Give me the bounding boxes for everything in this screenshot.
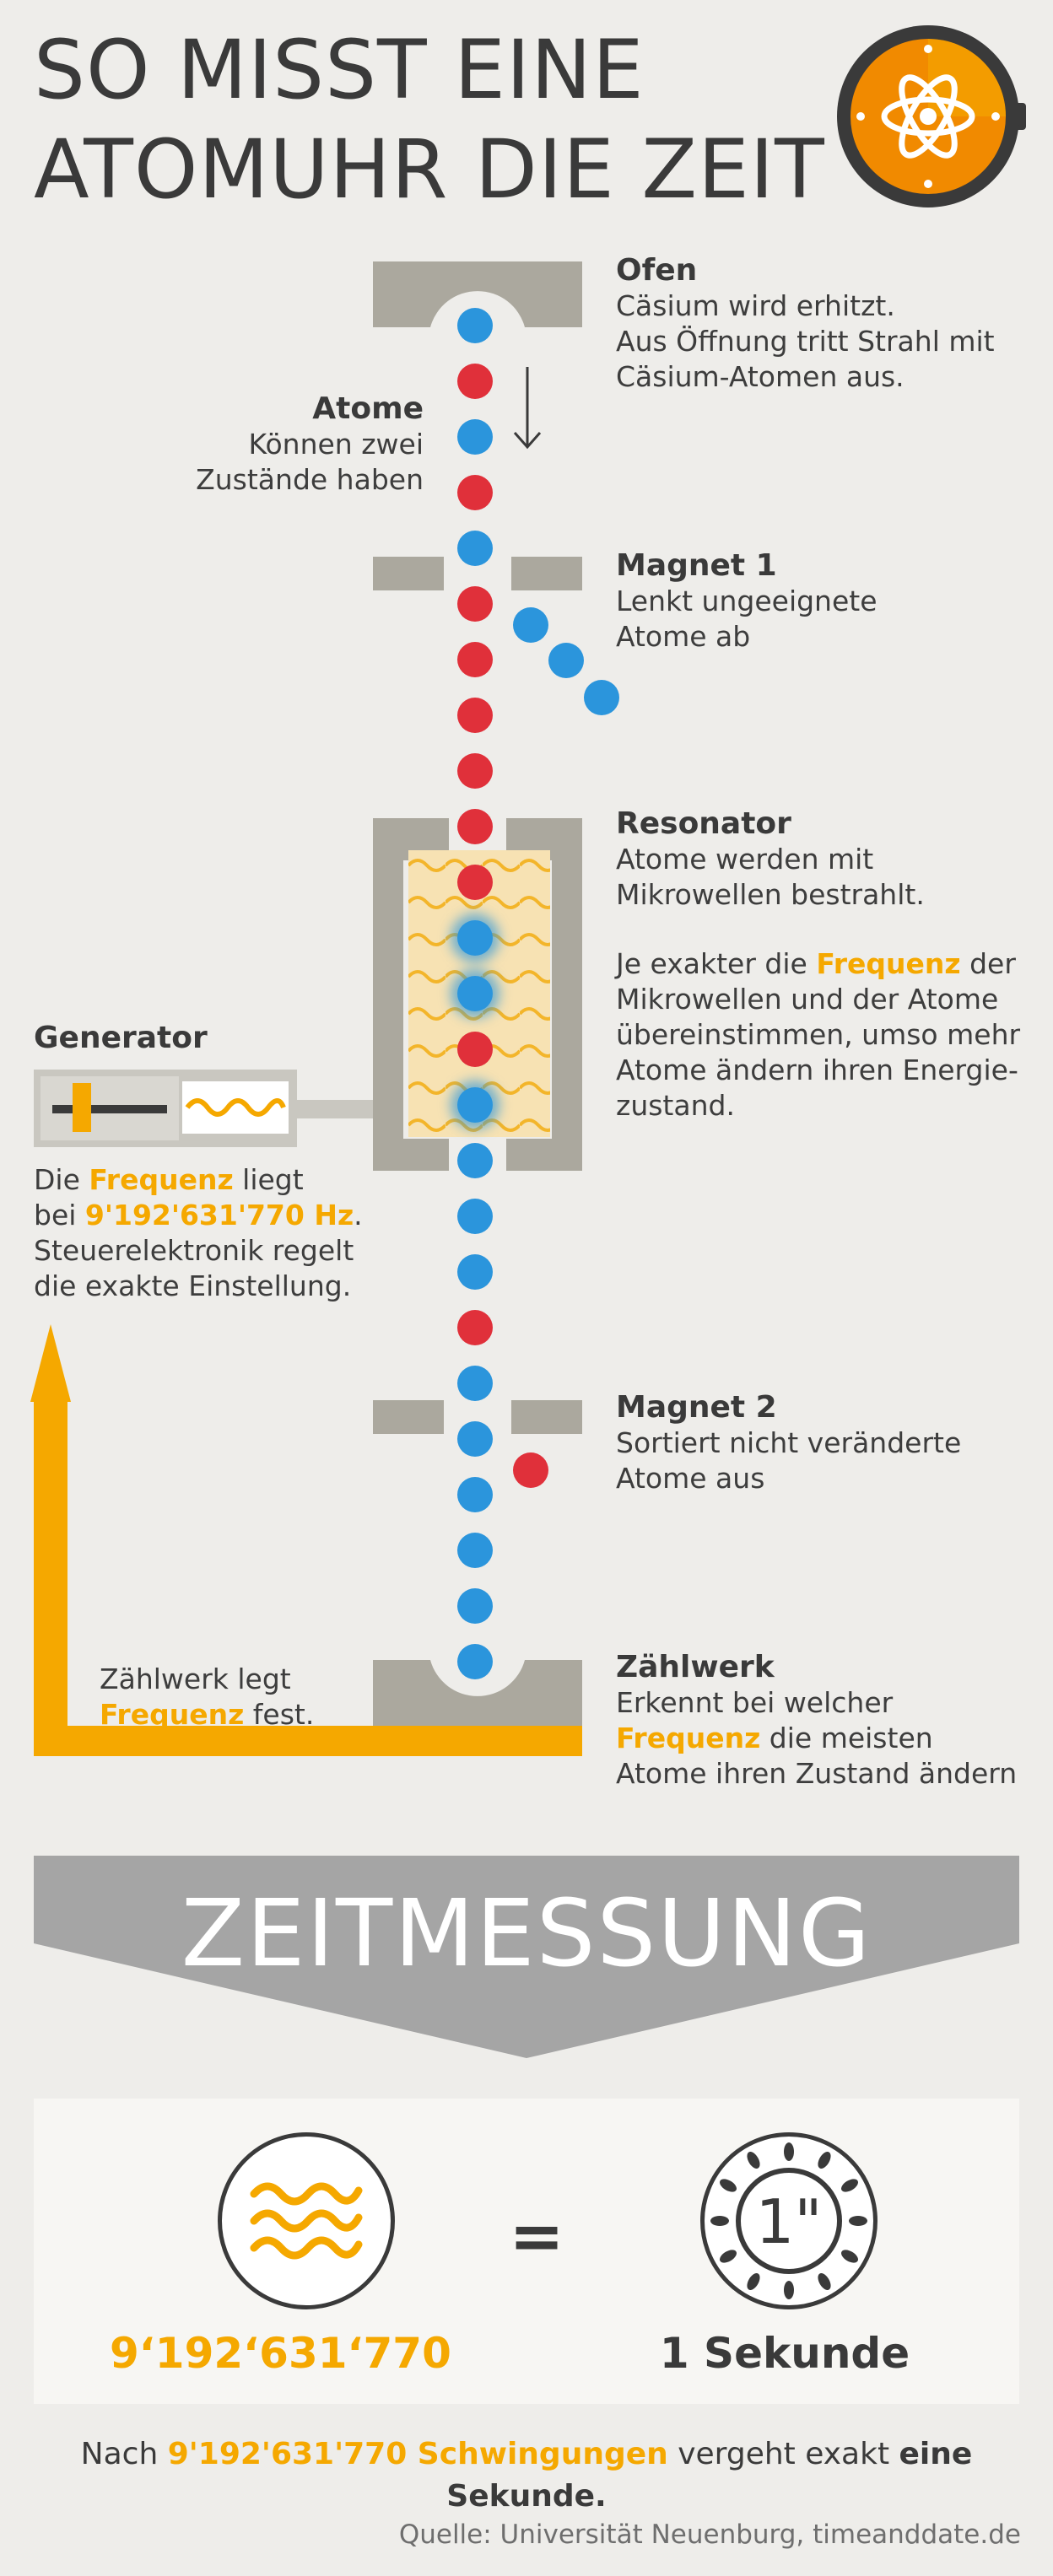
atom-dot <box>457 753 493 789</box>
summary-text: Nach 9'192'631'770 Schwingungen vergeht … <box>80 2437 973 2514</box>
zeitmessung-banner <box>34 1856 1019 2058</box>
counter-left-line-2: Frequenz fest. <box>100 1698 315 1731</box>
generator-line-2: bei 9'192'631'770 Hz. <box>34 1199 363 1231</box>
atom-dot <box>457 1366 493 1401</box>
magnet-1-text-1: Lenkt ungeeignete <box>616 585 878 617</box>
resonator-label: Resonator Atome werden mit Mikrowellen b… <box>616 806 1046 1124</box>
atoms-text-1: Können zwei <box>248 428 424 461</box>
atom-dot <box>457 642 493 677</box>
oven-text-2: Aus Öffnung tritt Strahl mit <box>616 325 995 358</box>
arrow-down-icon <box>513 367 542 450</box>
excited-atom-dot <box>457 920 493 956</box>
deflected-atom-dot <box>513 607 548 643</box>
oven-text-3: Cäsium-Atomen aus. <box>616 360 904 393</box>
atom-dot <box>457 586 493 622</box>
resonator-para-line-1: Je exakter die Frequenz der <box>616 947 1016 980</box>
magnet-2-right <box>511 1400 582 1434</box>
resonator-title: Resonator <box>616 806 791 841</box>
generator-title: Generator <box>34 1021 208 1055</box>
magnet-2-left <box>373 1400 444 1434</box>
resonator-frame <box>373 818 449 1171</box>
excited-atom-dot <box>457 1087 493 1123</box>
generator-line-3: Steuerelektronik regelt <box>34 1234 354 1267</box>
magnet-2-label: Magnet 2 Sortiert nicht veränderte Atome… <box>616 1390 1046 1496</box>
atoms-label: Atome Können zwei Zustände haben <box>101 391 424 498</box>
magnet-1-right <box>511 557 582 590</box>
resonator-text-2: Mikrowellen bestrahlt. <box>616 878 925 911</box>
atom-dot <box>457 531 493 566</box>
atom-dot <box>457 475 493 510</box>
counter-text-3: Atome ihren Zustand ändern <box>616 1757 1018 1790</box>
one-second-label: 1 Sekunde <box>659 2329 910 2378</box>
stopwatch-icon: 1" <box>700 2132 878 2309</box>
resonator-para-line-2: Mikrowellen und der Atome <box>616 983 999 1016</box>
sorted-atom-dot <box>513 1452 548 1488</box>
atom-dot <box>457 809 493 844</box>
resonator-para-line-4: Atome ändern ihren Energie- <box>616 1054 1018 1086</box>
magnet-2-text-1: Sortiert nicht veränderte <box>616 1426 962 1459</box>
atom-dot <box>457 308 493 343</box>
atom-dot <box>457 1254 493 1290</box>
atoms-text-2: Zustände haben <box>196 463 424 496</box>
clock-readout: 1" <box>756 2186 823 2257</box>
atom-dot <box>457 364 493 399</box>
oscillation-count: 9‘192‘631‘770 <box>110 2329 451 2378</box>
title-line-1: SO MISST EINE <box>34 23 645 117</box>
wave-icon <box>218 2132 395 2309</box>
counter-left-line-1: Zählwerk legt <box>100 1663 291 1695</box>
oven-block <box>373 261 582 327</box>
counter-left-label: Zählwerk legt Frequenz fest. <box>100 1662 386 1733</box>
atom-dot <box>457 1533 493 1568</box>
counter-title: Zählwerk <box>616 1650 775 1684</box>
generator-line-4: die exakte Einstellung. <box>34 1269 352 1302</box>
deflected-atom-dot <box>584 680 619 715</box>
atom-dot <box>457 1199 493 1234</box>
page-title: SO MISST EINE ATOMUHR DIE ZEIT <box>34 20 825 219</box>
atom-clock-icon <box>837 25 1026 207</box>
magnet-1-title: Magnet 1 <box>616 548 777 583</box>
magnet-1-left <box>373 557 444 590</box>
oven-title: Ofen <box>616 253 698 288</box>
atom-dot <box>457 1477 493 1512</box>
excited-atom-dot <box>457 976 493 1011</box>
counter-text-1: Erkennt bei welcher <box>616 1686 894 1719</box>
atom-dot <box>457 1143 493 1178</box>
counter-label: Zählwerk Erkennt bei welcher Frequenz di… <box>616 1650 1046 1792</box>
magnet-1-text-2: Atome ab <box>616 620 751 653</box>
atom-dot <box>457 1032 493 1067</box>
title-line-2: ATOMUHR DIE ZEIT <box>34 122 825 217</box>
equals-sign: = <box>509 2199 564 2275</box>
counter-text-2: Frequenz die meisten <box>616 1722 933 1754</box>
generator-label: Generator <box>34 1021 388 1056</box>
counter-block <box>373 1660 582 1727</box>
deflected-atom-dot <box>548 643 584 678</box>
atom-dot <box>457 698 493 733</box>
atom-dot <box>457 1644 493 1679</box>
generator-line-1: Die Frequenz liegt <box>34 1163 304 1196</box>
resonator-para-line-5: zustand. <box>616 1089 735 1122</box>
atom-dot <box>457 1421 493 1457</box>
resonator-para-line-3: übereinstimmen, umso mehr <box>616 1018 1021 1051</box>
atom-dot <box>457 1588 493 1624</box>
resonator-text-1: Atome werden mit <box>616 843 874 876</box>
atom-dot <box>457 419 493 455</box>
zeitmessung-title: ZEITMESSUNG <box>181 1879 872 1987</box>
atom-dot <box>457 1310 493 1345</box>
oven-text-1: Cäsium wird erhitzt. <box>616 289 895 322</box>
generator-text: Die Frequenz liegt bei 9'192'631'770 Hz.… <box>34 1162 405 1304</box>
magnet-2-text-2: Atome aus <box>616 1462 765 1495</box>
oven-label: Ofen Cäsium wird erhitzt. Aus Öffnung tr… <box>616 253 1046 395</box>
source-text: Quelle: Universität Neuenburg, timeandda… <box>398 2519 1021 2550</box>
generator-connector <box>297 1100 373 1118</box>
magnet-1-label: Magnet 1 Lenkt ungeeignete Atome ab <box>616 548 1046 655</box>
atom-dot <box>457 865 493 900</box>
atoms-title: Atome <box>312 391 424 426</box>
magnet-2-title: Magnet 2 <box>616 1390 777 1425</box>
